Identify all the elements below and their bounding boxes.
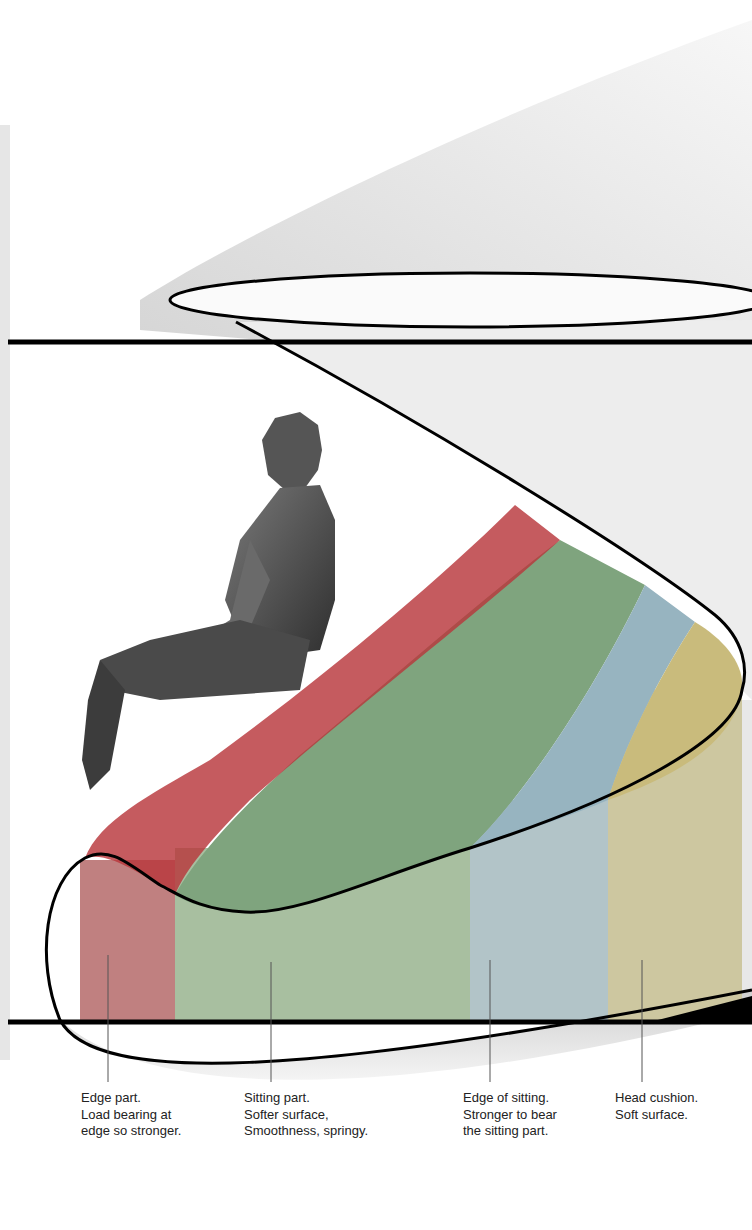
leader-line	[642, 960, 643, 1082]
figure-thigh	[100, 620, 310, 700]
figure-head	[262, 412, 322, 490]
part-description: Soft surface.	[615, 1107, 725, 1124]
side-strip	[0, 125, 10, 1060]
leader-line	[490, 960, 491, 1082]
part-name: Sitting part.	[244, 1090, 384, 1107]
edge-surface	[85, 505, 560, 895]
part-description: Stronger to bear the sitting part.	[463, 1107, 578, 1140]
part-description: Load bearing at edge so stronger.	[81, 1107, 193, 1140]
top-line	[8, 340, 752, 345]
part-description: Softer surface, Smoothness, springy.	[244, 1107, 384, 1140]
figure-shin	[82, 660, 125, 790]
top-ellipse	[170, 273, 752, 327]
leader-line	[108, 955, 109, 1082]
head-cushion-surface	[608, 622, 742, 800]
part-name: Edge of sitting.	[463, 1090, 578, 1107]
floor-wedge	[650, 996, 752, 1024]
leader-line	[271, 962, 272, 1082]
chair-outline	[46, 322, 752, 1063]
part-name: Head cushion.	[615, 1090, 725, 1107]
floor-line	[8, 1020, 752, 1025]
part-name: Edge part.	[81, 1090, 193, 1107]
